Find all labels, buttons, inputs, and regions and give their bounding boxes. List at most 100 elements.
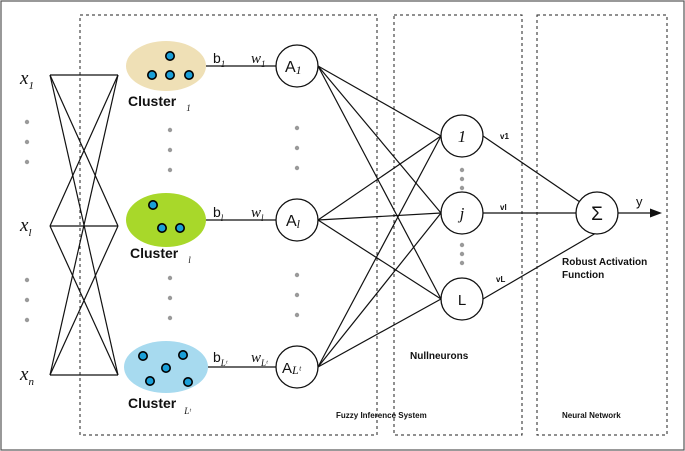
rule-line	[317, 65, 442, 137]
antecedent-sub: Lᵗ	[291, 363, 302, 377]
ellipsis-dot	[459, 251, 465, 257]
cluster-point	[165, 70, 176, 81]
ellipsis-dot	[294, 125, 300, 131]
cluster-sub: 1	[186, 103, 191, 113]
ellipsis-dot	[294, 312, 300, 318]
rule-line	[317, 298, 442, 368]
caption-nullneurons: Nullneurons	[410, 351, 469, 362]
cluster-point	[175, 223, 186, 234]
ellipsis-dot	[459, 185, 465, 191]
input-xn: xn	[19, 364, 34, 388]
ellipsis-dot	[24, 317, 30, 323]
cluster-links	[206, 65, 276, 368]
cluster-point	[157, 223, 168, 234]
nn-section-box	[536, 14, 668, 436]
input-base: x	[19, 215, 29, 236]
ellipsis-dot	[24, 277, 30, 283]
cluster-point	[138, 350, 149, 361]
ellipsis-dot	[167, 147, 173, 153]
bias-1: b1	[213, 50, 225, 69]
ellipsis-dot	[459, 242, 465, 248]
output-weight-vl: vl	[500, 203, 507, 212]
bias-sub: Lᵗ	[220, 358, 228, 368]
cluster-blob	[126, 41, 206, 91]
input-sub: 1	[28, 80, 34, 92]
output-weight-vL: vL	[496, 275, 505, 284]
ellipsis-dot	[294, 272, 300, 278]
nullneuron-label: j	[458, 204, 465, 223]
ellipsis-dot	[294, 165, 300, 171]
cluster-point	[183, 376, 194, 387]
bias-base: b	[213, 349, 221, 365]
antecedent-base: A	[286, 213, 297, 230]
caption-activation-2: Function	[562, 270, 604, 281]
nullneuron-label: 1	[458, 127, 467, 146]
sum-symbol: Σ	[591, 204, 603, 225]
rule-line	[317, 65, 442, 214]
weight-sub: Lᵗ	[260, 358, 268, 368]
cluster-point	[145, 375, 156, 386]
input-line	[49, 74, 119, 376]
ellipsis-dot	[167, 275, 173, 281]
rule-line	[317, 65, 442, 300]
ellipsis-dot	[294, 145, 300, 151]
weight-sub: 1	[261, 59, 266, 69]
weight-base: w	[251, 51, 261, 67]
antecedent-ALt: ALᵗ	[275, 345, 319, 389]
ellipsis-dots	[24, 119, 465, 323]
ellipsis-dot	[294, 292, 300, 298]
cluster-label: Cluster	[130, 245, 179, 261]
antecedent-base: A	[285, 59, 296, 76]
ellipsis-dot	[459, 176, 465, 182]
input-sub: l	[28, 227, 31, 239]
rule-line	[317, 135, 442, 221]
cluster-point	[161, 362, 172, 373]
ellipsis-dot	[167, 127, 173, 133]
cluster-point	[184, 70, 195, 81]
svg-text:x1: x1	[19, 68, 34, 92]
antecedent-A1: A1	[275, 44, 319, 88]
bias-Lt: bLᵗ	[213, 349, 228, 368]
antecedent-sub: 1	[296, 63, 302, 77]
cluster-points	[147, 50, 195, 81]
output-weight-v1: v1	[500, 132, 509, 141]
sum-node: Σ	[575, 191, 619, 235]
svg-text:xl: xl	[19, 215, 32, 239]
antecedent-Al: Al	[275, 198, 319, 242]
bias-base: b	[213, 204, 221, 220]
antecedent-base: A	[282, 360, 292, 377]
cluster-label: Cluster	[128, 395, 177, 411]
weight-Lt: wLᵗ	[251, 350, 268, 368]
weight-base: w	[251, 350, 261, 366]
output-connections	[482, 135, 651, 300]
weight-l: wl	[251, 205, 264, 223]
input-line	[49, 74, 119, 227]
bias-sub: l	[221, 213, 224, 223]
ellipsis-dot	[167, 315, 173, 321]
cluster-point	[147, 70, 158, 81]
output-y: y	[636, 194, 643, 209]
input-base: x	[19, 364, 29, 385]
weight-1: w1	[251, 51, 266, 69]
output-arrowhead	[650, 208, 662, 218]
nullneuron-j: j	[440, 191, 484, 235]
caption-activation-1: Robust Activation	[562, 257, 647, 268]
cluster-points	[148, 200, 186, 234]
svg-text:ALᵗ: ALᵗ	[282, 360, 302, 377]
nullneurons-section-box	[393, 14, 523, 436]
antecedent-sub: l	[297, 217, 301, 231]
ellipsis-dot	[167, 295, 173, 301]
nullneuron-1: 1	[440, 114, 484, 158]
cluster-points	[138, 349, 194, 387]
caption-nn: Neural Network	[562, 411, 621, 420]
ellipsis-dot	[459, 167, 465, 173]
ellipsis-dot	[24, 159, 30, 165]
cluster-blob	[126, 193, 206, 247]
cluster-sub: l	[188, 255, 191, 265]
cluster-point	[178, 349, 189, 360]
